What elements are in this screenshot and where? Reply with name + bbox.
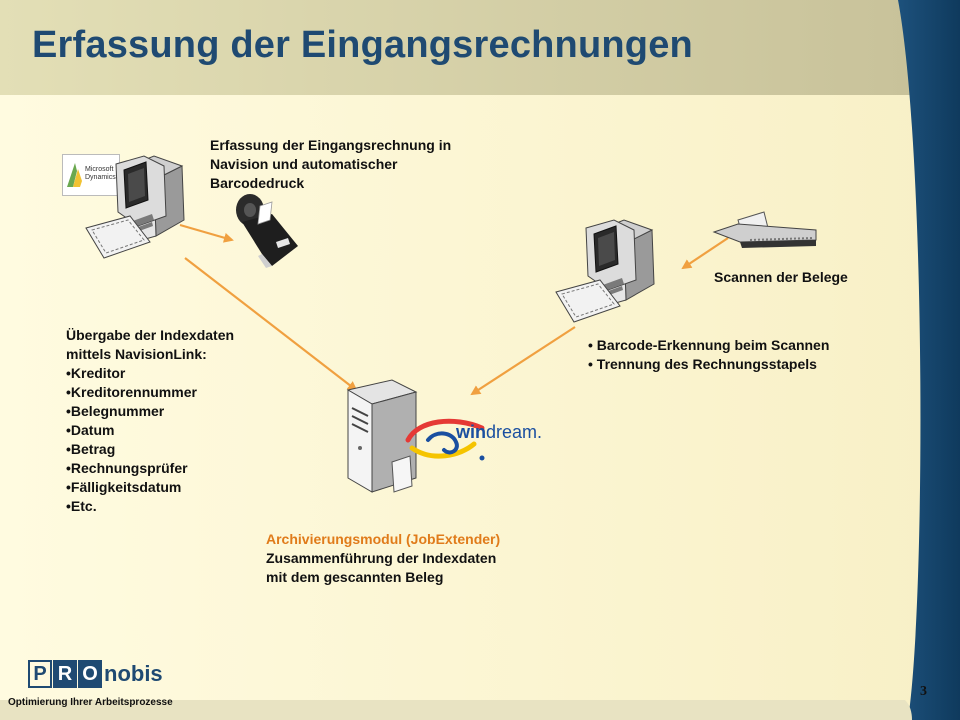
index-field-item: •Rechnungsprüfer	[66, 460, 188, 476]
index-field-list: •Kreditor •Kreditorennummer •Belegnummer…	[66, 364, 234, 516]
index-field-item: •Fälligkeitsdatum	[66, 479, 182, 495]
navision-label-line-3: Barcodedruck	[210, 175, 305, 191]
server-icon	[346, 379, 418, 493]
logo-letter-p: P	[28, 660, 52, 688]
index-heading-line-2: mittels NavisionLink:	[66, 346, 207, 362]
windream-wordmark-rest: dream.	[486, 422, 543, 442]
navision-label-line-1: Erfassung der Eingangsrechnung in	[210, 137, 452, 153]
index-field-item: •Belegnummer	[66, 403, 165, 419]
archive-module-title: Archivierungsmodul (JobExtender)	[266, 531, 501, 547]
barcode-printer-icon	[236, 194, 298, 268]
microsoft-dynamics-logo: Microsoft Dynamics	[62, 154, 120, 196]
archive-module-line-2: mit dem gescannten Beleg	[266, 569, 444, 585]
scanning-pc-icon	[555, 219, 655, 323]
navision-pc-icon	[85, 155, 185, 259]
windream-wordmark: windream.	[456, 422, 542, 443]
page-title: Erfassung der Eingangsrechnungen	[32, 24, 693, 66]
index-field-item: •Betrag	[66, 441, 116, 457]
scan-bullet-list: • Barcode-Erkennung beim Scannen • Trenn…	[588, 336, 829, 374]
page-number: 3	[920, 684, 927, 699]
index-data-block: Übergabe der Indexdaten mittels Navision…	[66, 326, 234, 516]
archive-module-label: Archivierungsmodul (JobExtender) Zusamme…	[266, 530, 500, 587]
navision-label-line-2: Navision und automatischer	[210, 156, 398, 172]
logo-letter-r: R	[53, 660, 77, 688]
index-field-item: •Kreditor	[66, 365, 126, 381]
arrow-pc-to-printer	[179, 223, 234, 243]
navision-label: Erfassung der Eingangsrechnung in Navisi…	[210, 136, 451, 193]
windream-logo: windream.	[402, 410, 562, 464]
index-field-item: •Datum	[66, 422, 115, 438]
logo-letter-o: O	[78, 660, 102, 688]
index-field-item: •Kreditorennummer	[66, 384, 197, 400]
scan-bullet-item: • Trennung des Rechnungsstapels	[588, 356, 817, 372]
scan-bullet-item: • Barcode-Erkennung beim Scannen	[588, 337, 830, 353]
arrow-scanner-to-pc	[681, 237, 729, 270]
logo-text-dynamics: Dynamics	[85, 174, 116, 181]
scan-label: Scannen der Belege	[714, 269, 848, 285]
arrow-scanpc-to-server	[470, 326, 576, 396]
index-heading-line-1: Übergabe der Indexdaten	[66, 327, 235, 343]
logo-text-microsoft: Microsoft	[85, 166, 114, 173]
windream-swirl-icon	[405, 418, 485, 461]
windream-wordmark-bold: win	[456, 422, 486, 442]
arrow-pc-to-server	[184, 257, 358, 392]
dynamics-logo-icon	[67, 163, 82, 187]
archive-module-line-1: Zusammenführung der Indexdaten	[266, 550, 497, 566]
scanner-icon	[712, 211, 817, 248]
logo-word-nobis: nobis	[104, 661, 163, 686]
index-field-item: •Etc.	[66, 498, 97, 514]
footer-tagline: Optimierung Ihrer Arbeitsprozesse	[8, 697, 173, 708]
